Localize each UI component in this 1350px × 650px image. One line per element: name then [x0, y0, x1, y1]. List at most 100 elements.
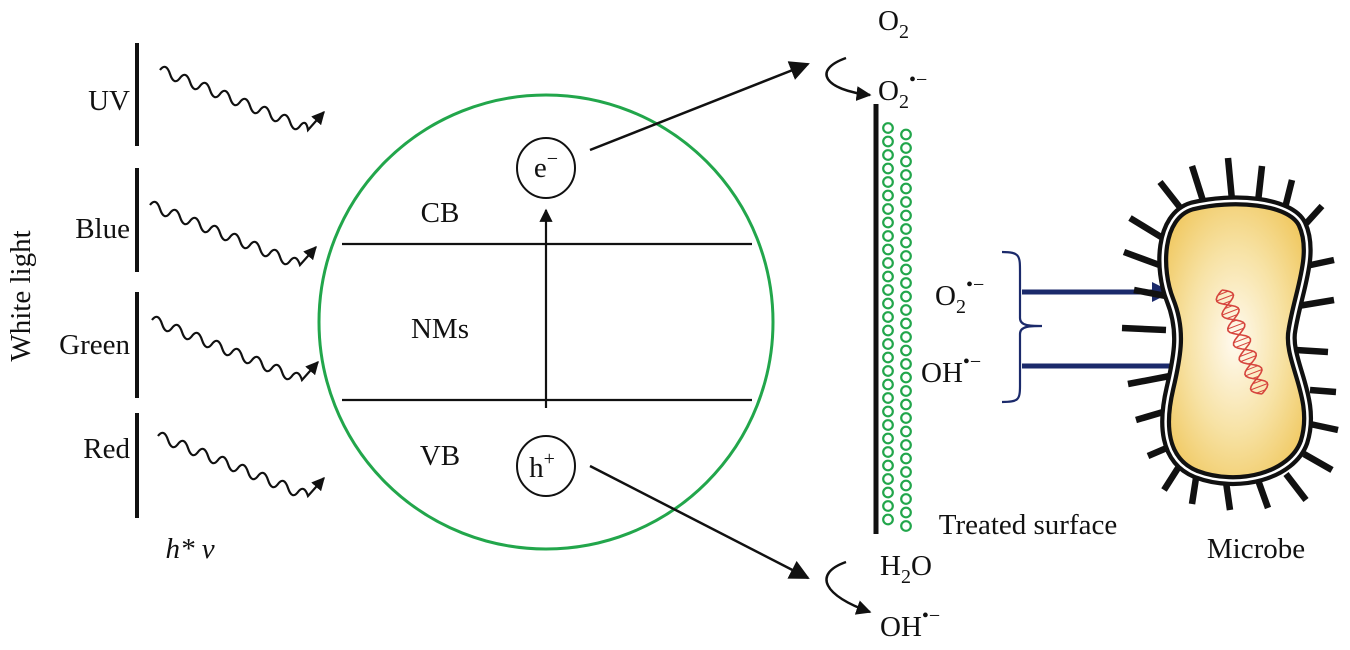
ros-dot [882, 216, 894, 229]
dna-rung [1256, 389, 1266, 394]
hole-node: h+ [516, 435, 576, 497]
ros-dot [882, 324, 894, 337]
microbe-spike [1127, 372, 1171, 388]
ros-dot [882, 122, 894, 134]
hole-label: h+ [529, 448, 555, 484]
microbe-spike [1161, 466, 1181, 492]
dna-rung [1248, 362, 1253, 365]
dna-rung [1252, 379, 1263, 385]
dna-rung [1231, 327, 1245, 334]
band-label-blue: Blue [75, 213, 130, 245]
dna-rung [1231, 319, 1237, 323]
microbe-spike [1283, 472, 1309, 502]
ros-dot [900, 425, 912, 438]
ros-dot [882, 513, 894, 526]
ros-dot [882, 270, 894, 283]
microbe-spike [1295, 346, 1329, 356]
white-light-label: White light [5, 230, 37, 361]
ros-dot [900, 209, 912, 222]
ros-dot [900, 155, 912, 168]
microbe-spike [1188, 165, 1208, 205]
ros-dot [882, 297, 894, 310]
ros-dot [900, 263, 912, 276]
dna-rung [1238, 334, 1241, 337]
ros-dot [882, 176, 894, 188]
microbe-spike [1121, 324, 1167, 334]
microbe-spike [1254, 165, 1266, 203]
ros-dot [882, 284, 894, 296]
ros-dot [882, 162, 894, 175]
dna-rung [1250, 383, 1268, 391]
green-band: Green [59, 292, 319, 398]
top-reaction-arrow [825, 56, 872, 101]
dna-rung [1224, 305, 1233, 310]
photon-energy-label: h* v [165, 533, 214, 565]
ros-dot [900, 385, 912, 397]
ros-dot [882, 446, 894, 458]
ros-dot [882, 338, 894, 350]
ros-dot [900, 290, 912, 303]
dna-helix [1215, 289, 1269, 395]
bottom-product: OH•− [880, 605, 940, 643]
microbe [1121, 157, 1339, 511]
species-superoxide: O2•− [935, 274, 984, 318]
dna-rung [1240, 355, 1257, 363]
ros-dot [900, 250, 912, 262]
top-product: O2•− [878, 69, 927, 113]
ros-dot [882, 473, 894, 485]
band-label-uv: UV [88, 85, 130, 117]
cb-label: CB [421, 197, 460, 229]
ros-dot [900, 182, 912, 195]
species-brace [1001, 250, 1043, 404]
ros-dot [882, 257, 894, 269]
ros-dot [900, 128, 912, 141]
photon-wave-blue [149, 200, 317, 268]
ros-dot [882, 203, 894, 215]
ros-dot [882, 230, 894, 242]
ros-dot [900, 371, 912, 384]
ros-dot [882, 459, 894, 472]
microbe-spike [1302, 451, 1334, 473]
dna-rung [1222, 300, 1231, 305]
microbe-spike [1157, 179, 1185, 213]
nanoparticle-circle [317, 93, 775, 551]
ros-dot [900, 520, 912, 532]
microbe-spike [1297, 296, 1335, 310]
photon-wave-green [151, 315, 319, 383]
ros-dot [882, 149, 894, 161]
ros-dot [900, 398, 912, 411]
microbe-spike [1122, 248, 1164, 270]
electron-transfer-arrow [589, 61, 810, 152]
microbe-spike [1133, 286, 1167, 300]
bottom-reactant: H2O [880, 550, 932, 588]
band-label-green: Green [59, 329, 130, 361]
ros-dot [900, 331, 912, 343]
treated-surface-label: Treated surface [939, 509, 1118, 541]
ros-dot [882, 432, 894, 445]
dna-rung [1245, 369, 1263, 377]
dna-rung [1245, 365, 1259, 371]
ros-dot [900, 452, 912, 465]
microbe-spike [1224, 157, 1236, 201]
microbe-spike [1254, 478, 1272, 510]
dna-rung [1239, 350, 1254, 358]
ros-dot [882, 365, 894, 377]
ros-dot [882, 135, 894, 148]
ros-dot [900, 223, 912, 235]
electron-label: e− [534, 148, 558, 184]
dna-rung [1233, 336, 1249, 344]
hole-transfer-arrow [589, 464, 810, 580]
dna-rung [1217, 290, 1229, 296]
ros-dot [882, 378, 894, 391]
ros-dot [882, 351, 894, 364]
bottom-reaction-arrow [825, 560, 872, 615]
dna-rung [1221, 308, 1239, 316]
dna-strand [1221, 289, 1269, 395]
dna-rung [1227, 322, 1245, 330]
ros-dot [900, 506, 912, 519]
ros-dot [882, 311, 894, 323]
ros-dot [900, 317, 912, 330]
ros-dot [900, 466, 912, 478]
